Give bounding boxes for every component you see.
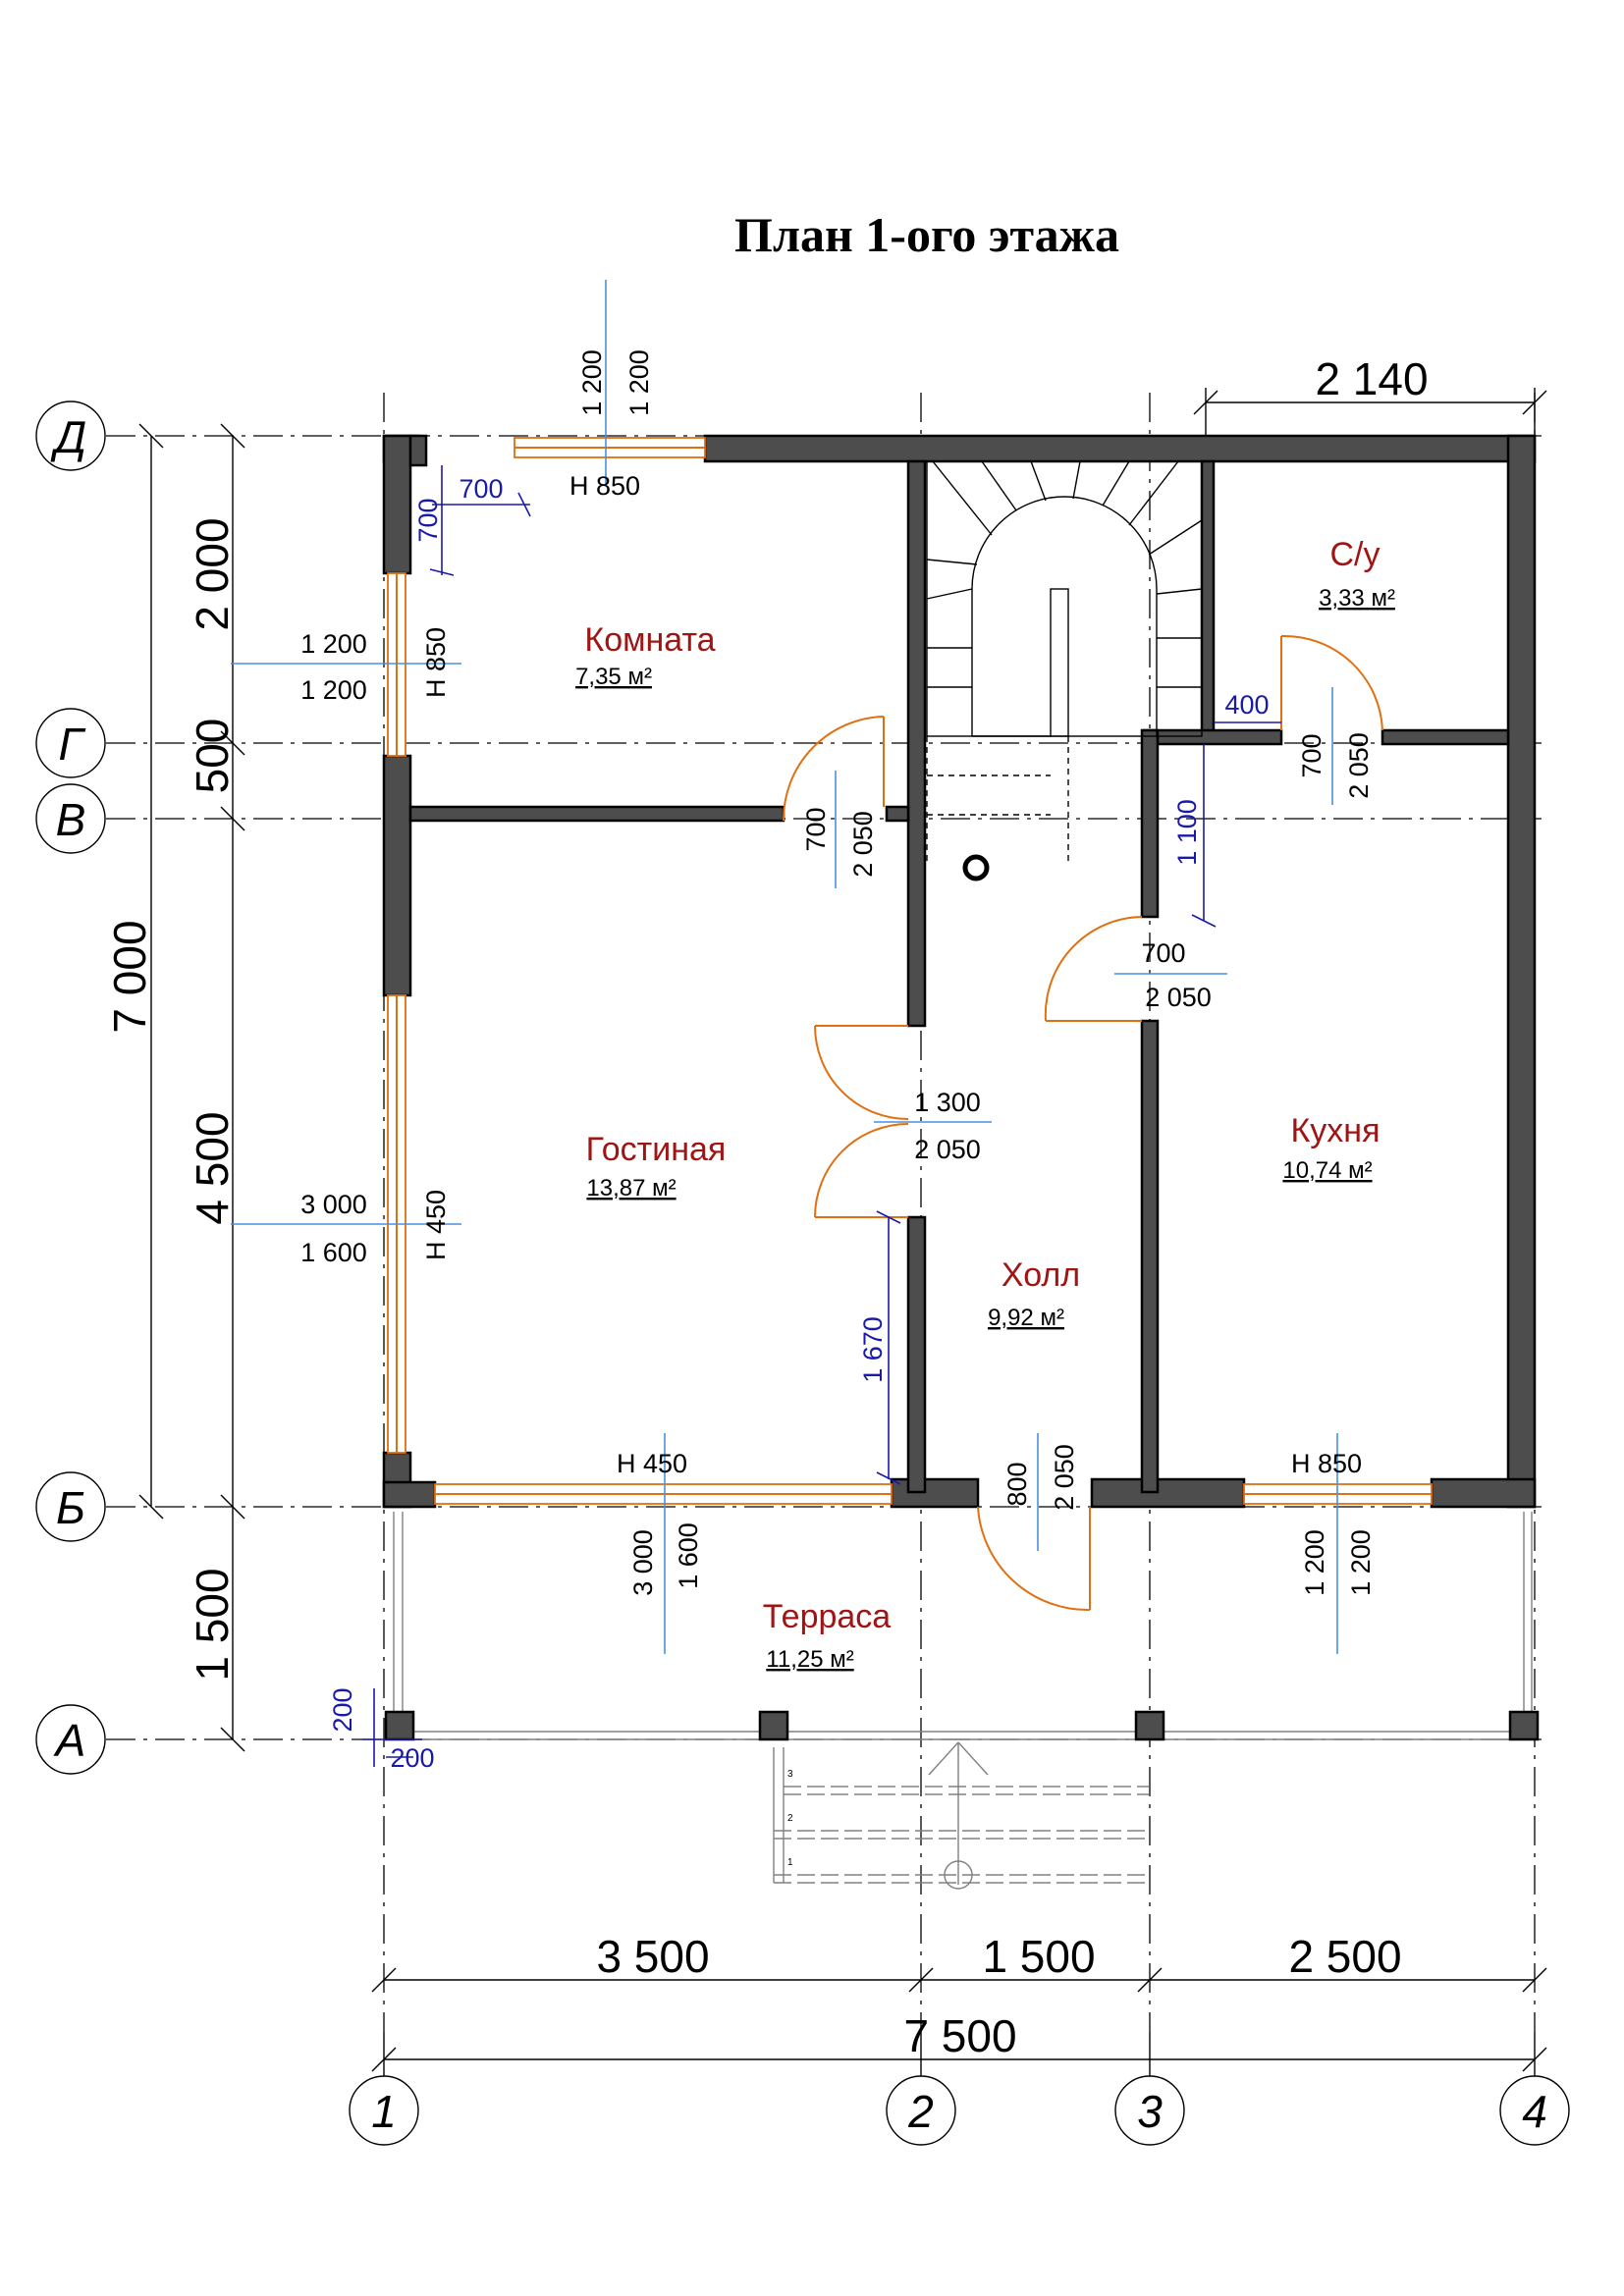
room-name: Терраса	[763, 1598, 891, 1635]
dim-kitchen-h: 1 200	[1346, 1529, 1376, 1596]
axis-label-row: Б	[56, 1482, 85, 1533]
staircase	[926, 460, 1203, 881]
dim-2000: 2 000	[187, 517, 238, 630]
dim-7500: 7 500	[903, 2010, 1016, 2061]
dim-kitchen-door-w: 700	[1141, 938, 1185, 968]
dim-500: 500	[187, 719, 238, 794]
dim-wall-1100: 1 100	[1172, 799, 1202, 866]
dim-komn-sill: Н 850	[421, 627, 451, 698]
axis-label-col: 1	[371, 2086, 397, 2137]
dim-hall-door-w: 1 300	[914, 1088, 981, 1117]
dim-komn-w: 1 200	[300, 629, 367, 659]
step-number: 1	[787, 1857, 793, 1868]
dim-2500: 2 500	[1288, 1931, 1401, 1982]
dim-entry-door-w: 800	[1002, 1462, 1032, 1506]
axis-label-col: 4	[1522, 2086, 1547, 2137]
dim-su-offset: 400	[1224, 690, 1269, 720]
dim-entry-door-h: 2 050	[1050, 1444, 1079, 1511]
dim-col-b: 200	[390, 1743, 434, 1773]
dim-kitchen-w: 1 200	[1300, 1529, 1329, 1596]
room-name: Кухня	[1291, 1112, 1380, 1149]
step-number: 3	[787, 1769, 793, 1780]
room-area: 13,87 м²	[586, 1175, 676, 1201]
room-name: Гостиная	[586, 1131, 727, 1168]
dim-bottom-w: 3 000	[628, 1529, 658, 1596]
dim-kitchen-sill: Н 850	[1291, 1449, 1362, 1478]
dim-komn-h: 1 200	[300, 675, 367, 705]
room-area: 3,33 м²	[1319, 585, 1395, 612]
dim-bottom-h: 1 600	[674, 1522, 703, 1589]
dim-2140: 2 140	[1315, 353, 1428, 404]
axis-label-col: 2	[907, 2086, 934, 2137]
left-dimensions: 2 000 500 4 500 1 500 7 000	[104, 423, 245, 1752]
dim-win-top-b: 1 200	[624, 349, 654, 416]
axis-label-row: Г	[58, 719, 85, 770]
dim-4500: 4 500	[187, 1111, 238, 1224]
column-axis-bubbles: 1 2 3 4	[349, 2032, 1570, 2146]
walls	[382, 434, 1537, 1509]
axis-label-col: 3	[1137, 2086, 1163, 2137]
room-area: 11,25 м²	[766, 1646, 853, 1673]
dim-corner-a: 700	[459, 474, 503, 504]
opening-dimensions: 1 200 1 200 Н 850 1 200 1 200 Н 850 3 00…	[231, 280, 1376, 1654]
room-area: 9,92 м²	[988, 1305, 1064, 1331]
dim-bottom-sill: Н 450	[617, 1449, 687, 1478]
dim-1500: 1 500	[187, 1568, 238, 1681]
dim-win-top-a: 1 200	[577, 349, 607, 416]
dim-komn-door-h: 2 050	[848, 811, 878, 878]
doors	[782, 634, 1383, 1612]
dim-corner-b: 700	[413, 498, 443, 542]
step-number: 2	[787, 1813, 793, 1824]
dim-su-door-h: 2 050	[1344, 732, 1374, 799]
room-labels: Комната 7,35 м² С/у 3,33 м² Гостиная 13,…	[575, 536, 1395, 1673]
dim-gost-sill: Н 450	[421, 1190, 451, 1260]
dim-win-top-h: Н 850	[569, 471, 640, 501]
room-area: 7,35 м²	[575, 664, 652, 690]
dim-col-a: 200	[328, 1687, 357, 1732]
blue-dimensions: 700 700 400 1 100 1 670 200 200	[328, 465, 1281, 1773]
dim-7000: 7 000	[104, 920, 155, 1033]
dim-kitchen-door-h: 2 050	[1145, 983, 1212, 1012]
room-name: С/у	[1330, 536, 1380, 573]
dim-1500-b: 1 500	[982, 1931, 1095, 1982]
dim-gost-h: 1 600	[300, 1238, 367, 1267]
room-name: Холл	[1001, 1256, 1080, 1294]
axis-label-row: В	[56, 794, 86, 845]
dim-wall-1670: 1 670	[858, 1316, 888, 1383]
dim-hall-door-h: 2 050	[914, 1135, 981, 1164]
row-axis-bubbles: Д Г В Б А	[35, 400, 106, 1775]
axis-label-row: Д	[50, 411, 86, 462]
axis-label-row: А	[53, 1715, 86, 1766]
dim-gost-w: 3 000	[300, 1190, 367, 1219]
room-area: 10,74 м²	[1282, 1157, 1372, 1184]
dim-su-door-w: 700	[1297, 733, 1326, 777]
room-name: Комната	[584, 621, 715, 659]
terrace	[384, 1512, 1540, 1741]
dim-komn-door-w: 700	[801, 807, 831, 851]
top-dimension: 2 140	[1193, 353, 1547, 442]
dim-3500: 3 500	[596, 1931, 709, 1982]
front-steps: 3 2 1	[773, 1741, 1149, 1890]
bottom-dimensions: 3 500 1 500 2 500 7 500	[371, 1931, 1547, 2072]
plan-title: План 1-ого этажа	[734, 207, 1119, 262]
